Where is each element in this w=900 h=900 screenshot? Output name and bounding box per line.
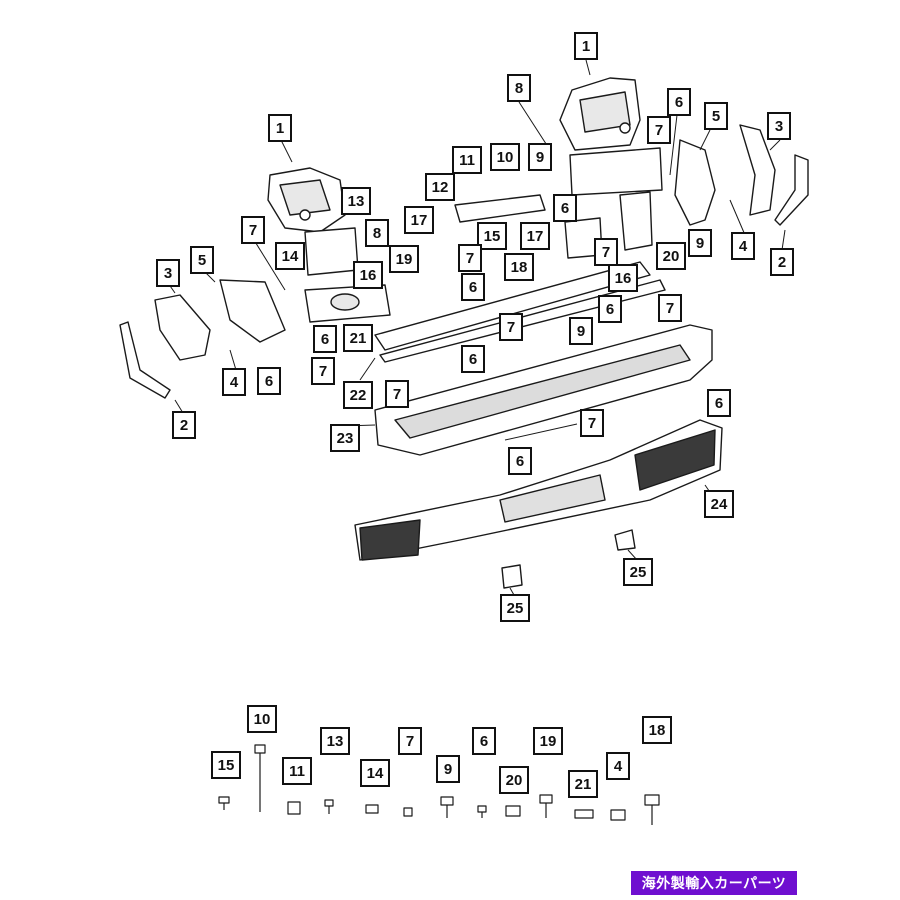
callout-7: 7 (594, 238, 618, 266)
key-callout-14: 14 (360, 759, 390, 787)
callout-23: 23 (330, 424, 360, 452)
fastener-row (218, 744, 660, 825)
callout-9: 9 (688, 229, 712, 257)
upper-right-bracket-part (559, 77, 641, 151)
callout-3: 3 (156, 259, 180, 287)
callout-8: 8 (507, 74, 531, 102)
callout-7: 7 (458, 244, 482, 272)
callout-7: 7 (499, 313, 523, 341)
key-callout-18: 18 (642, 716, 672, 744)
left-corner-parts (119, 279, 286, 399)
callout-15: 15 (477, 222, 507, 250)
bumper-fascia-part (354, 419, 723, 561)
callout-7: 7 (647, 116, 671, 144)
callout-16: 16 (608, 264, 638, 292)
key-callout-6: 6 (472, 727, 496, 755)
callout-25: 25 (623, 558, 653, 586)
callout-2: 2 (770, 248, 794, 276)
callout-6: 6 (667, 88, 691, 116)
key-callout-10: 10 (247, 705, 277, 733)
callout-25: 25 (500, 594, 530, 622)
import-parts-banner: 海外製輸入カーパーツ (631, 871, 797, 895)
callout-10: 10 (490, 143, 520, 171)
callout-17: 17 (520, 222, 550, 250)
upper-center-bar-part (454, 194, 546, 223)
callout-9: 9 (528, 143, 552, 171)
callout-4: 4 (731, 232, 755, 260)
callout-3: 3 (767, 112, 791, 140)
callout-18: 18 (504, 253, 534, 281)
key-callout-11: 11 (282, 757, 312, 785)
key-callout-20: 20 (499, 766, 529, 794)
key-callout-9: 9 (436, 755, 460, 783)
callout-21: 21 (343, 324, 373, 352)
callout-7: 7 (385, 380, 409, 408)
callout-19: 19 (389, 245, 419, 273)
callout-6: 6 (313, 325, 337, 353)
key-callout-7: 7 (398, 727, 422, 755)
callout-8: 8 (365, 219, 389, 247)
key-callout-19: 19 (533, 727, 563, 755)
callout-6: 6 (257, 367, 281, 395)
key-callout-13: 13 (320, 727, 350, 755)
callout-22: 22 (343, 381, 373, 409)
bumper-frame-part (374, 324, 713, 456)
callout-12: 12 (425, 173, 455, 201)
right-corner-parts (674, 124, 809, 226)
callout-5: 5 (190, 246, 214, 274)
callout-6: 6 (707, 389, 731, 417)
callout-14: 14 (275, 242, 305, 270)
callout-6: 6 (461, 345, 485, 373)
key-callout-15: 15 (211, 751, 241, 779)
callout-13: 13 (341, 187, 371, 215)
key-callout-21: 21 (568, 770, 598, 798)
key-callout-4: 4 (606, 752, 630, 780)
callout-9: 9 (569, 317, 593, 345)
callout-6: 6 (598, 295, 622, 323)
callout-24: 24 (704, 490, 734, 518)
callout-6: 6 (461, 273, 485, 301)
callout-17: 17 (404, 206, 434, 234)
end-cap-parts (501, 529, 636, 589)
left-mounting-plate-part (304, 227, 359, 276)
callout-16: 16 (353, 261, 383, 289)
callout-7: 7 (658, 294, 682, 322)
callout-7: 7 (241, 216, 265, 244)
callout-1: 1 (268, 114, 292, 142)
right-mounting-bracket-part (564, 147, 663, 259)
callout-1: 1 (574, 32, 598, 60)
callout-20: 20 (656, 242, 686, 270)
callout-4: 4 (222, 368, 246, 396)
callout-2: 2 (172, 411, 196, 439)
callout-7: 7 (580, 409, 604, 437)
left-center-plate-part (304, 284, 391, 323)
upper-left-bracket-part (267, 167, 346, 233)
callout-7: 7 (311, 357, 335, 385)
callout-6: 6 (553, 194, 577, 222)
callout-11: 11 (452, 146, 482, 174)
callout-6: 6 (508, 447, 532, 475)
callout-5: 5 (704, 102, 728, 130)
